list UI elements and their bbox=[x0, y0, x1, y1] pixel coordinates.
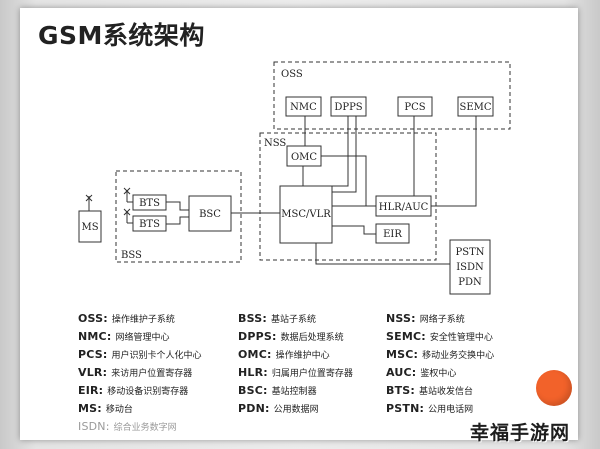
eir-label: EIR bbox=[383, 229, 402, 240]
legend-item: PCS:用户识别卡个人化中心 bbox=[78, 348, 202, 361]
legend-item: OSS:操作维护子系统 bbox=[78, 312, 175, 325]
decorative-circle bbox=[536, 370, 572, 406]
pdn-label: PDN bbox=[458, 277, 482, 288]
pcs-label: PCS bbox=[404, 102, 425, 113]
legend-item: BSC:基站控制器 bbox=[238, 384, 317, 397]
legend-item: VLR:来访用户位置寄存器 bbox=[78, 366, 193, 379]
legend-item: MS:移动台 bbox=[78, 402, 133, 415]
legend-item: HLR:归属用户位置寄存器 bbox=[238, 366, 353, 379]
nmc-box bbox=[285, 96, 322, 117]
legend-item: BTS:基站收发信台 bbox=[386, 384, 474, 397]
pstn-label: PSTN bbox=[456, 247, 485, 258]
pcs-box bbox=[397, 96, 433, 117]
oss-label: OSS bbox=[281, 69, 303, 80]
legend-item: PSTN:公用电话网 bbox=[386, 402, 474, 415]
legend-item: NMC:网络管理中心 bbox=[78, 330, 170, 343]
ms-box bbox=[78, 210, 102, 243]
site-watermark: 幸福手游网 bbox=[470, 422, 571, 444]
msc-vlr-label: MSC/VLR bbox=[281, 209, 331, 220]
legend-item: DPPS:数据后处理系统 bbox=[238, 330, 344, 343]
bss-group-box bbox=[115, 170, 242, 263]
nmc-label: NMC bbox=[290, 102, 317, 113]
legend-item: AUC:鉴权中心 bbox=[386, 366, 457, 379]
bsc-label: BSC bbox=[199, 209, 221, 220]
legend-item: PDN:公用数据网 bbox=[238, 402, 319, 415]
bts-label-1: BTS bbox=[139, 198, 160, 209]
msc-vlr-box bbox=[279, 185, 333, 244]
bss-label: BSS bbox=[121, 250, 142, 261]
isdn-label: ISDN bbox=[456, 262, 484, 273]
ms-label: MS bbox=[81, 222, 98, 233]
slide-canvas bbox=[20, 8, 578, 440]
bts-label-2: BTS bbox=[139, 219, 160, 230]
omc-label: OMC bbox=[291, 152, 317, 163]
slide-title: GSM系统架构 bbox=[38, 21, 205, 50]
legend-item: OMC:操作维护中心 bbox=[238, 348, 330, 361]
dpps-label: DPPS bbox=[334, 102, 362, 113]
oss-group-box bbox=[273, 61, 511, 130]
legend-item: EIR:移动设备识别寄存器 bbox=[78, 384, 189, 397]
legend-item: NSS:网络子系统 bbox=[386, 312, 465, 325]
hlr-auc-label: HLR/AUC bbox=[379, 202, 429, 213]
legend-item: BSS:基站子系统 bbox=[238, 312, 316, 325]
legend-item: SEMC:安全性管理中心 bbox=[386, 330, 493, 343]
semc-label: SEMC bbox=[459, 102, 491, 113]
pstn-box bbox=[449, 239, 491, 295]
nss-label: NSS bbox=[264, 138, 286, 149]
legend-item: MSC:移动业务交换中心 bbox=[386, 348, 495, 361]
legend-item-isdn: ISDN:综合业务数字网 bbox=[78, 420, 177, 433]
